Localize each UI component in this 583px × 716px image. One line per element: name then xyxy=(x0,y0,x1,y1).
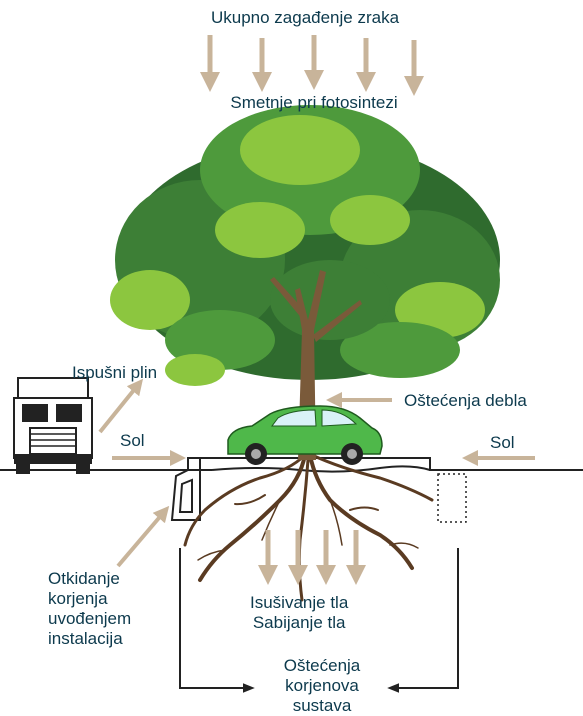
root-cutting-line: Otkidanje xyxy=(48,569,120,588)
root-damage-line: Oštećenja xyxy=(283,656,361,675)
root-damage-arrows xyxy=(179,548,459,693)
soil-arrows xyxy=(258,530,366,585)
root-cutting-line: instalacija xyxy=(48,629,123,648)
exhaust-label: Ispušni plin xyxy=(72,363,158,382)
salt-right-label: Sol xyxy=(490,433,515,452)
exhaust-arrow xyxy=(98,378,144,434)
soil-line: Isušivanje tla xyxy=(250,593,349,612)
root-cutting-arrow xyxy=(116,505,170,568)
tan-arrows xyxy=(98,378,535,568)
car xyxy=(227,405,383,465)
root-damage-label: Oštećenja korjenova sustava xyxy=(270,656,374,716)
root-damage-line: sustava xyxy=(292,696,352,715)
root-cutting-line: korjenja xyxy=(48,589,108,608)
photosynthesis-label: Smetnje pri fotosintezi xyxy=(230,93,398,112)
soil-label: Isušivanje tla Sabijanje tla xyxy=(250,593,348,633)
root-damage-arrow-left xyxy=(179,548,255,693)
tree-crown xyxy=(110,105,500,386)
pollution-arrows xyxy=(200,35,424,96)
root-cutting-label: Otkidanje korjenja uvođenjem instalacija xyxy=(48,569,131,649)
root-damage-arrow-right xyxy=(387,548,459,693)
truck xyxy=(13,377,93,474)
air-pollution-title: Ukupno zagađenje zraka xyxy=(210,8,400,27)
salt-left-label: Sol xyxy=(120,431,145,450)
soil-line: Sabijanje tla xyxy=(252,613,346,632)
roots xyxy=(183,453,434,602)
root-damage-line: korjenova xyxy=(285,676,359,695)
root-cutting-line: uvođenjem xyxy=(48,609,132,628)
dotted-trench xyxy=(437,473,467,523)
installation-trench xyxy=(170,469,201,521)
trunk-damage-label: Oštećenja debla xyxy=(404,391,527,410)
